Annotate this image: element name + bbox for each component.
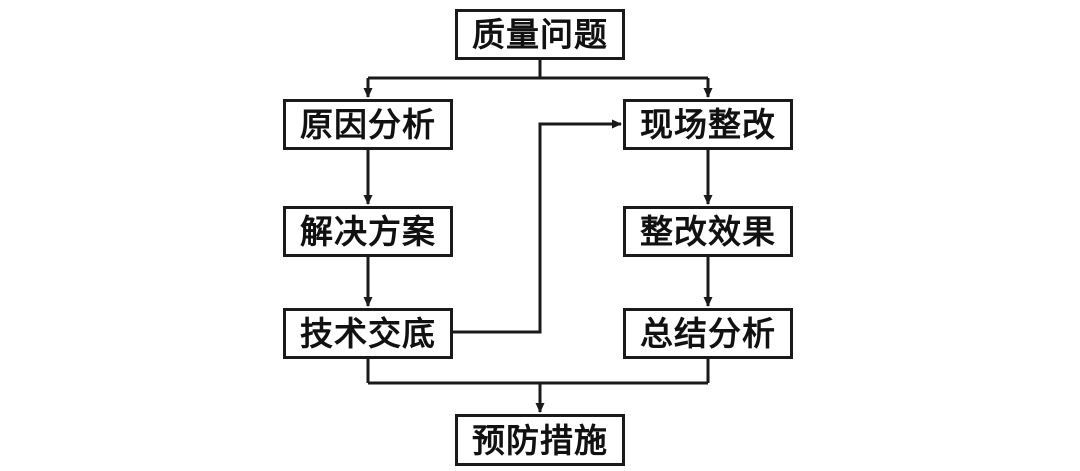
node-onsite-rectification[interactable]: 现场整改 xyxy=(623,99,793,150)
node-quality-problem-label: 质量问题 xyxy=(472,15,608,54)
node-preventive-measures[interactable]: 预防措施 xyxy=(455,414,625,466)
node-solution[interactable]: 解决方案 xyxy=(283,206,453,257)
node-solution-label: 解决方案 xyxy=(300,212,436,251)
node-cause-analysis[interactable]: 原因分析 xyxy=(283,99,453,150)
node-technical-disclosure-label: 技术交底 xyxy=(300,314,436,353)
node-preventive-measures-label: 预防措施 xyxy=(472,420,608,460)
node-quality-problem[interactable]: 质量问题 xyxy=(455,9,625,60)
edge-tech-disclosure-to-onsite-rectify xyxy=(453,119,622,334)
node-technical-disclosure[interactable]: 技术交底 xyxy=(283,308,453,359)
node-summary-analysis-label: 总结分析 xyxy=(640,314,776,353)
node-onsite-rectification-label: 现场整改 xyxy=(640,105,776,144)
node-rectification-effect-label: 整改效果 xyxy=(640,212,776,251)
node-cause-analysis-label: 原因分析 xyxy=(300,105,436,144)
node-rectification-effect[interactable]: 整改效果 xyxy=(623,206,793,257)
node-summary-analysis[interactable]: 总结分析 xyxy=(623,308,793,359)
